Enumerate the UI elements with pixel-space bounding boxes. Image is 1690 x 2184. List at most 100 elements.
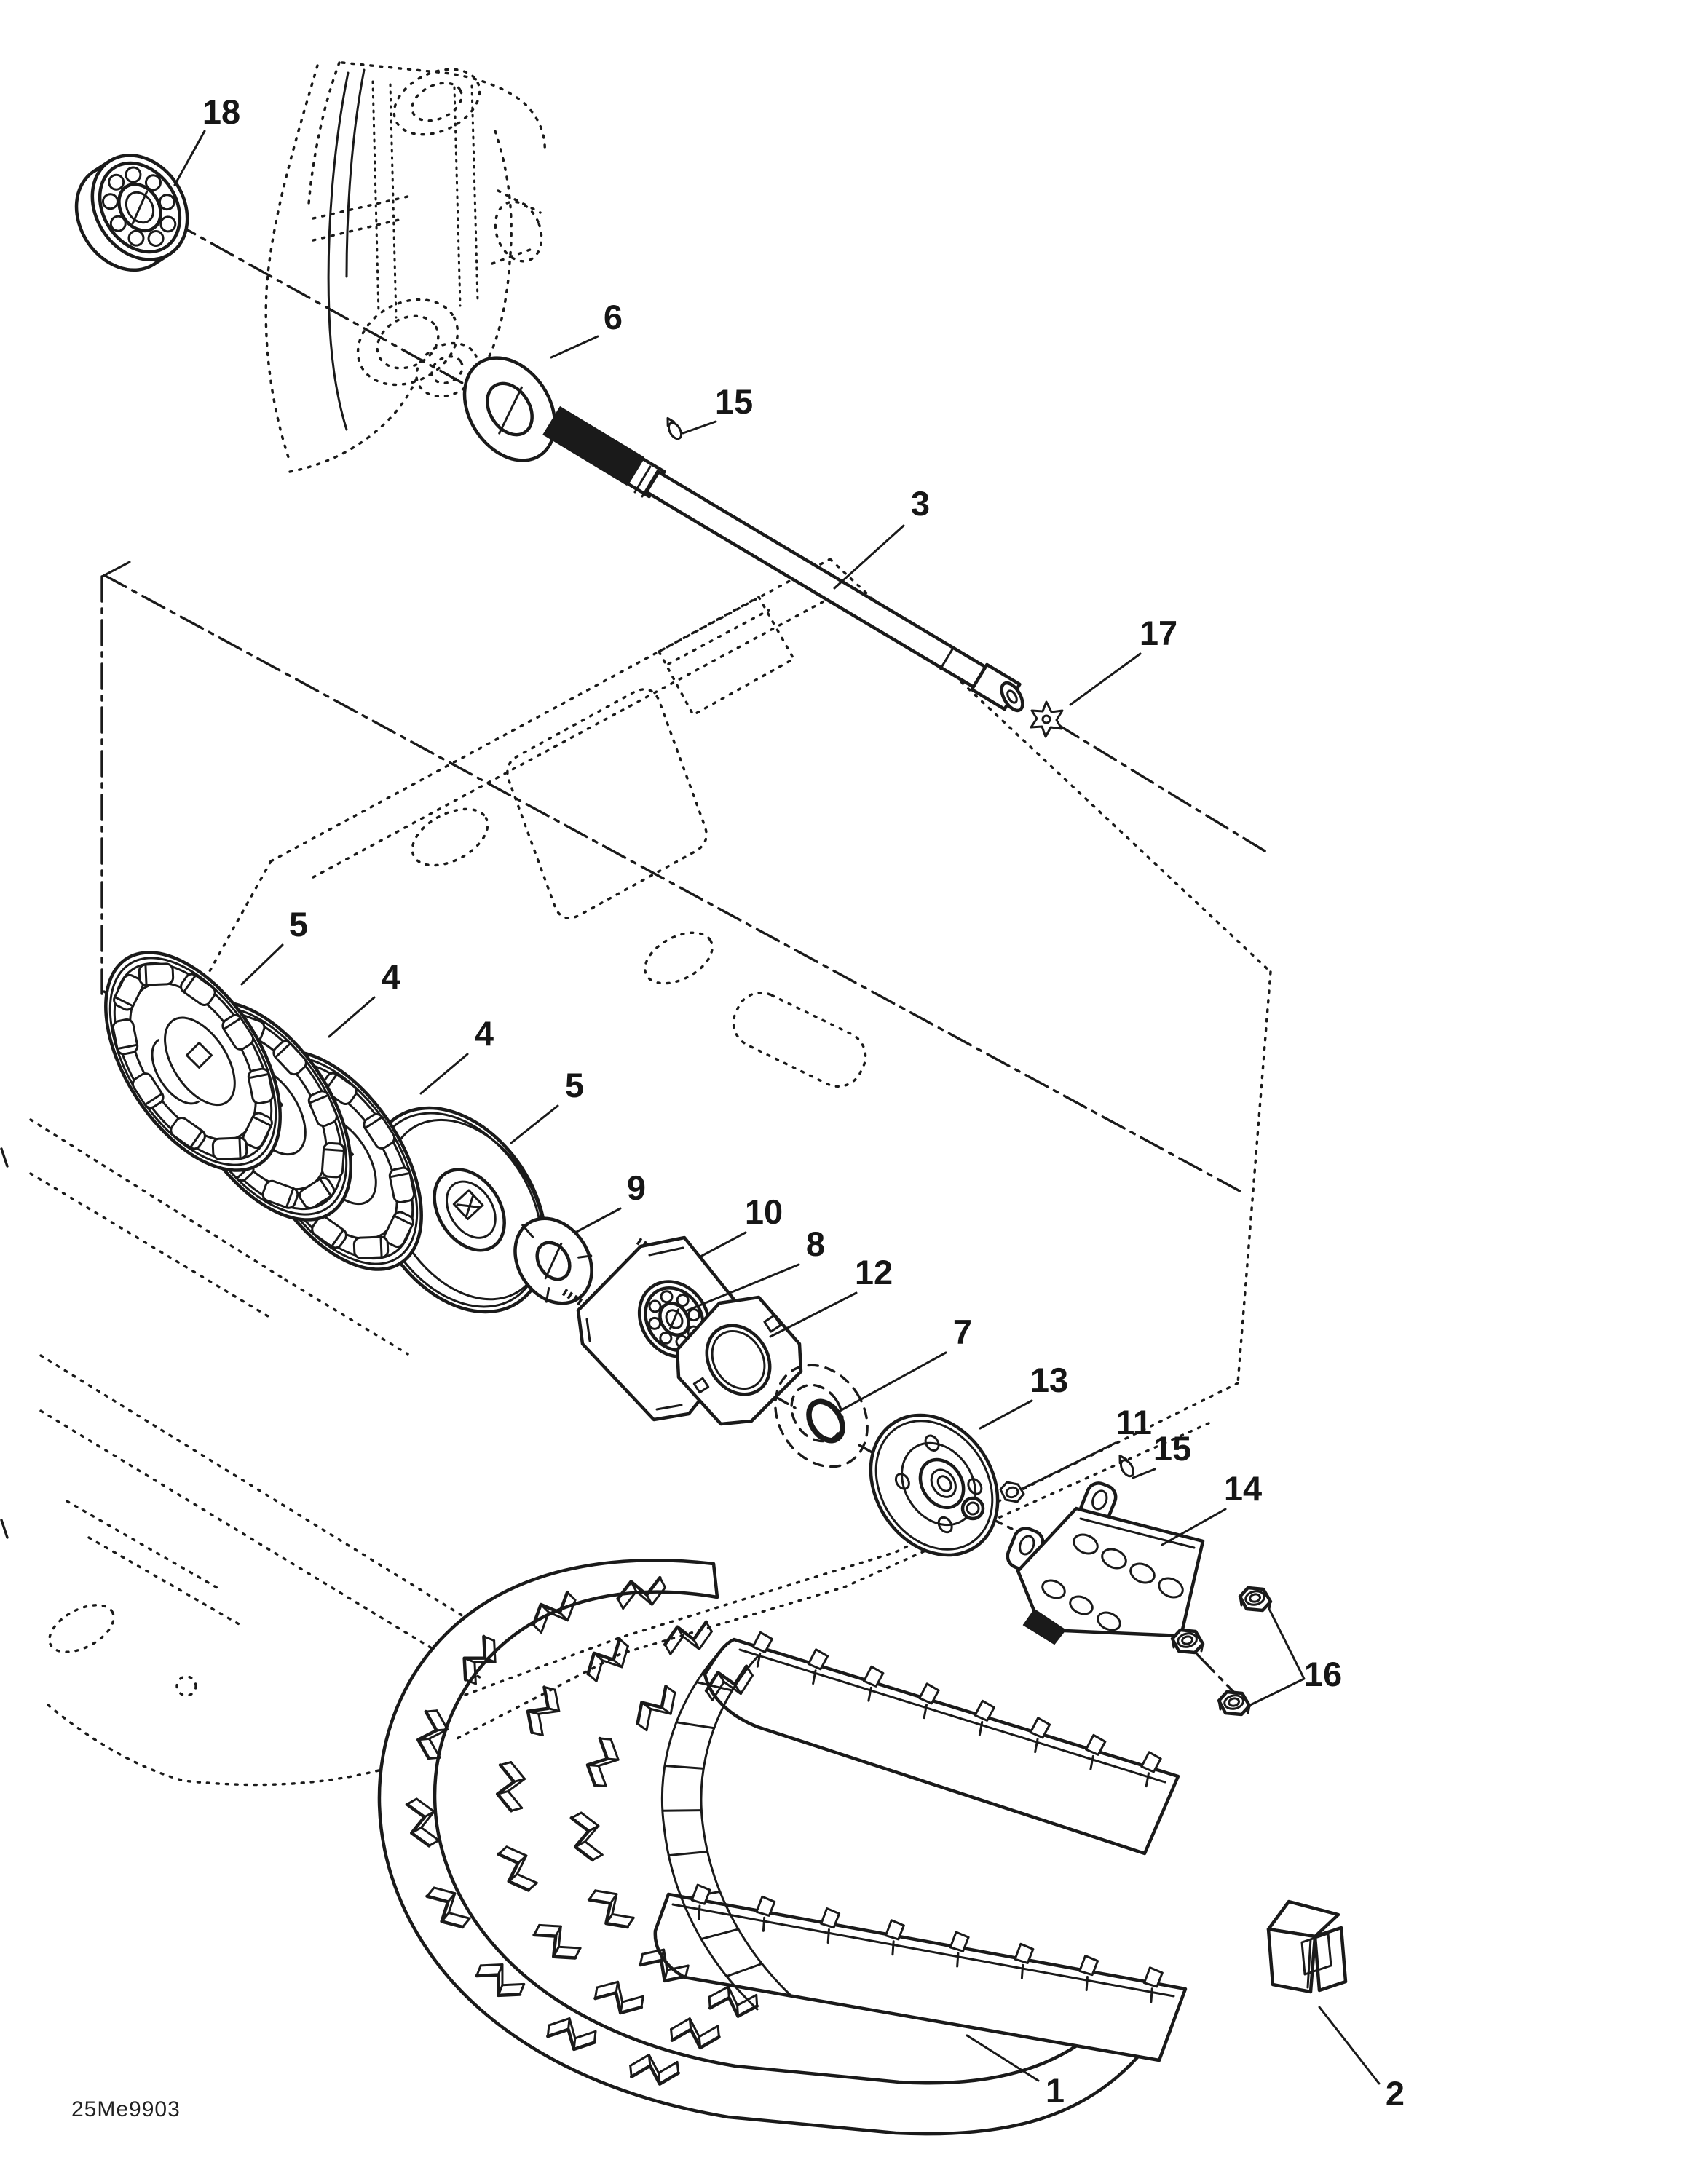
tread-lug (585, 1736, 620, 1788)
tread-lug (405, 1797, 441, 1848)
tread-lug (462, 1634, 497, 1685)
edge-lug (863, 1665, 885, 1702)
callout-5b: 5 (565, 1066, 584, 1104)
tread-lug (497, 1845, 538, 1892)
sprocket-tooth (383, 1211, 414, 1249)
edge-lug (1014, 1942, 1035, 1979)
edge-lug (1078, 1955, 1099, 1992)
hex-nut-16 (1238, 1586, 1273, 1613)
bracket-14 (1006, 1481, 1205, 1645)
tread-lug (708, 1985, 759, 2018)
tread-lug (638, 1948, 690, 1983)
track-edge-lugs-bottom (690, 1883, 1164, 2003)
callout-4a: 4 (382, 957, 400, 996)
callout-8: 8 (806, 1224, 825, 1263)
sprocket-tooth (180, 973, 216, 1006)
sprocket-5a (104, 951, 282, 1172)
callout-leader-14 (1161, 1508, 1227, 1546)
tread-lug (475, 1963, 526, 1998)
edge-lug (755, 1895, 776, 1932)
tread-lug (416, 1709, 449, 1760)
drive-sprocket-set (104, 951, 548, 1314)
callout-1: 1 (1046, 2071, 1065, 2110)
sprocket-tooth (113, 973, 144, 1011)
hex-nut-16 (1217, 1690, 1252, 1717)
callout-9: 9 (627, 1168, 646, 1207)
ball (659, 1331, 673, 1345)
track-clip-2 (1266, 1899, 1348, 1994)
callout-10: 10 (745, 1192, 783, 1231)
tread-lug (532, 1923, 582, 1960)
track-edge-lugs-top (751, 1631, 1162, 1788)
callout-17: 17 (1140, 614, 1177, 652)
callout-leader-11 (1019, 1441, 1117, 1491)
tread-lug (425, 1886, 471, 1929)
callout-leader-10 (699, 1231, 747, 1258)
bearing-axis-line (172, 221, 482, 395)
sprocket-tooth (307, 1090, 338, 1128)
hex-nuts-16 (1170, 1586, 1273, 1717)
edge-lug (690, 1883, 711, 1920)
callout-6: 6 (604, 298, 623, 336)
flanged-bushing-9 (513, 1216, 593, 1305)
tread-lug (616, 1575, 666, 1610)
ball (108, 173, 125, 191)
sprocket-tooth (221, 1013, 255, 1051)
track-window-rungs (661, 1681, 763, 1978)
edge-lug (807, 1648, 829, 1685)
callout-18: 18 (202, 92, 240, 131)
edge-lug (1085, 1733, 1107, 1770)
sprocket-tooth (111, 1018, 139, 1056)
tread-lug (670, 2017, 721, 2050)
window-rung (695, 1681, 734, 1692)
edge-lug (1142, 1966, 1164, 2003)
ball (159, 215, 177, 233)
ball (147, 229, 165, 247)
edge-lug (884, 1919, 905, 1956)
edge-lug (1029, 1717, 1051, 1754)
tread-lug (587, 1889, 635, 1929)
window-rung (700, 1928, 740, 1941)
tread-lug (663, 1620, 713, 1655)
callout-leader-4b (419, 1053, 469, 1095)
hub-axle-nut (960, 1496, 985, 1521)
callout-leader-15b (1132, 1468, 1156, 1479)
chassis-frame (0, 1118, 502, 1787)
edge-lug (918, 1682, 940, 1720)
drive-pin-15a (666, 416, 683, 440)
spacer-washer-6 (462, 356, 557, 462)
flange-plate-12 (675, 1295, 803, 1426)
window-rung (675, 1721, 716, 1730)
window-rung (667, 1851, 709, 1857)
callout-leader-5b (510, 1104, 559, 1144)
callout-13: 13 (1030, 1361, 1068, 1399)
brake-hub-13 (869, 1413, 1000, 1557)
o-ring-7 (806, 1398, 845, 1444)
tunnel-corner-tick (100, 561, 131, 578)
sprocket-tooth (388, 1166, 416, 1204)
sprocket-tooth (363, 1112, 396, 1150)
callout-leader-13 (979, 1399, 1033, 1430)
nut-11 (999, 1481, 1025, 1503)
ball (125, 166, 142, 183)
drive-axle-shaft-3 (542, 405, 1024, 713)
callout-2: 2 (1386, 2074, 1405, 2113)
callout-leader-6 (550, 335, 599, 359)
chaincase-housing (264, 61, 546, 473)
callout-leader-3 (833, 524, 905, 590)
window-rung (725, 1962, 763, 1978)
tread-lug (636, 1684, 676, 1732)
callout-leader-2 (1318, 2006, 1381, 2085)
callout-3: 3 (911, 484, 930, 523)
edge-lug (751, 1631, 773, 1668)
star-washer-17 (1030, 700, 1064, 738)
ball (101, 193, 119, 210)
tread-lug (526, 1685, 561, 1736)
sprocket-tooth (311, 1216, 347, 1249)
track-1 (377, 1559, 1188, 2136)
callout-leader-4a (328, 996, 376, 1038)
tread-lug (495, 1761, 526, 1813)
ball (676, 1294, 690, 1307)
sprocket-tooth (242, 1112, 273, 1150)
